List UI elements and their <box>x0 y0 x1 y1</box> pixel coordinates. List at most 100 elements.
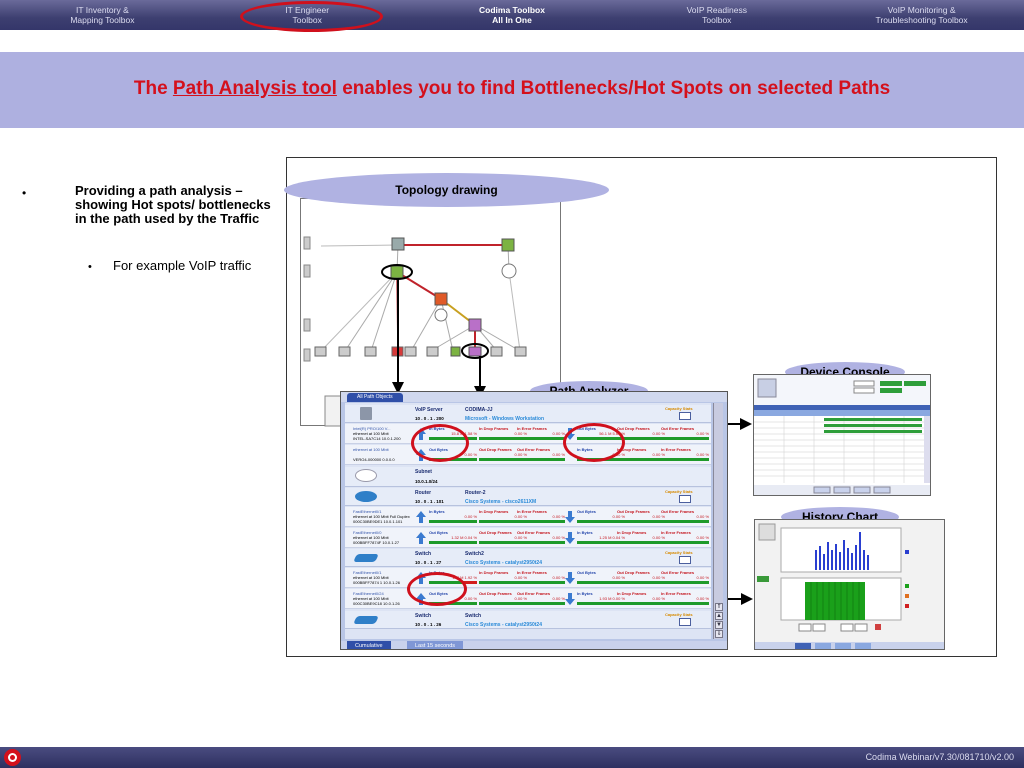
metric-title: Out Bytes <box>577 570 596 575</box>
tab-voip-monitoring[interactable]: VoIP Monitoring & Troubleshooting Toolbo… <box>819 0 1024 30</box>
capacity-stats-icon[interactable] <box>679 556 691 564</box>
metric-value: 0.00 % <box>652 431 665 436</box>
device-kind: Switch <box>415 551 432 557</box>
tab-label: VoIP Readiness <box>686 5 747 15</box>
tab-codima-toolbox[interactable]: Codima Toolbox All In One <box>410 0 615 30</box>
device-row[interactable]: Subnet 10.0.1.0/24 <box>345 467 711 487</box>
selection-ring <box>461 343 489 359</box>
arrow-down-icon <box>565 532 575 544</box>
device-ip: 10 . 0 . 1 . 101 <box>415 499 444 504</box>
highlight-ring <box>240 1 383 32</box>
bullet-sub: For example VoIP traffic <box>113 258 252 273</box>
metric-value: 0.00 % <box>464 514 477 519</box>
device-row[interactable]: Switch Switch2 10 . 0 . 1 . 27 Cisco Sys… <box>345 549 711 567</box>
analyzer-body: VoIP Server CODIMA-JJ 10 . 0 . 1 . 200 M… <box>345 403 711 639</box>
network-link <box>370 271 398 352</box>
metric-title: Out Error Frames <box>661 426 695 431</box>
scroll-top-icon[interactable]: ⇑ <box>715 603 723 611</box>
network-link <box>396 271 399 352</box>
metric-value: 0.00 % <box>652 514 665 519</box>
arrow-down-icon <box>565 593 575 605</box>
interface-id: 000C30BE9C18 <box>353 601 382 606</box>
device-row[interactable]: VoIP Server CODIMA-JJ 10 . 0 . 1 . 200 M… <box>345 405 711 423</box>
metric-value: 0.00 % <box>552 596 565 601</box>
metric-bar <box>617 541 665 544</box>
path-analysis-link[interactable]: Path Analysis tool <box>172 78 337 99</box>
metric-value: 0.00 % <box>464 452 477 457</box>
device-console-image <box>754 375 930 495</box>
router-node <box>434 292 448 306</box>
device-ip: 10 . 0 . 1 . 200 <box>415 416 444 421</box>
capacity-stats-icon[interactable] <box>679 618 691 626</box>
scroll-down-icon[interactable]: ▼ <box>715 621 723 629</box>
metric-value: 1.25 M 0.04 % <box>599 535 625 540</box>
tab-cumulative[interactable]: Cumulative <box>347 641 391 649</box>
metric-in-drop: In Drop Frames 0.00 % <box>479 426 527 442</box>
bullet-main: Providing a path analysis – showing Hot … <box>75 183 271 226</box>
metric-title: Out Error Frames <box>661 570 695 575</box>
interface-name: FastEthernet0/1 <box>353 509 382 514</box>
metric-title: In Bytes <box>429 509 445 514</box>
metric-title: In Drop Frames <box>479 509 509 514</box>
device-row[interactable]: Router Router-2 10 . 0 . 1 . 101 Cisco S… <box>345 488 711 506</box>
metric-bar <box>479 541 527 544</box>
metric-bar <box>577 520 625 523</box>
metric-value: 1.93 M 0.00 % <box>599 596 625 601</box>
metric-title: In Drop Frames <box>479 570 509 575</box>
capacity-stats-icon[interactable] <box>679 495 691 503</box>
interface-name: Intel(R) PRO/100 V... <box>353 426 391 431</box>
hotspot-ring <box>407 572 467 606</box>
metric-value: 0.00 % <box>514 452 527 457</box>
analyzer-scrollbar[interactable]: ⇑ ▲ ▼ ⇓ <box>713 403 723 639</box>
metric-value: 0.00 % <box>696 596 709 601</box>
device-ip: 10 . 0 . 1 . 26 <box>415 622 442 627</box>
metric-title: Out Drop Frames <box>479 591 512 596</box>
host-node <box>314 346 327 357</box>
capacity-stats-label: Capacity Stats <box>665 489 693 494</box>
metric-title: In Drop Frames <box>479 426 509 431</box>
interface-desc: VERO4-000000 0.0.0.0 <box>353 452 417 462</box>
interface-ip: 10.0.1.26 <box>383 601 400 606</box>
tab-label: IT Inventory & <box>76 5 129 15</box>
metric-title: Out Drop Frames <box>479 447 512 452</box>
headline-band <box>0 52 1024 128</box>
device-name: CODIMA-JJ <box>465 407 493 413</box>
network-link <box>440 298 454 352</box>
metric-bar <box>617 581 665 584</box>
scroll-up-icon[interactable]: ▲ <box>715 612 723 620</box>
metric-bar <box>661 520 709 523</box>
metric-in-bytes: In Bytes 0.00 % <box>429 509 477 525</box>
metric-title: Out Error Frames <box>517 591 551 596</box>
server-node <box>391 237 405 251</box>
interface-ip: 10.0.1.27 <box>382 540 400 545</box>
device-row[interactable]: Switch Switch 10 . 0 . 1 . 26 Cisco Syst… <box>345 611 711 629</box>
router-node <box>390 265 404 279</box>
cloud-node <box>501 263 517 279</box>
tab-all-path-objects[interactable]: All Path Objects <box>347 393 403 402</box>
capacity-stats-icon[interactable] <box>679 412 691 420</box>
scroll-bottom-icon[interactable]: ⇓ <box>715 630 723 638</box>
metric-title: In Drop Frames <box>617 591 647 596</box>
device-kind: Subnet <box>415 469 432 475</box>
metric-value: 0.00 % <box>514 431 527 436</box>
title-prefix: The <box>133 78 173 99</box>
metric-title: Out Drop Frames <box>617 570 650 575</box>
tab-last-15-seconds[interactable]: Last 15 seconds <box>407 641 464 649</box>
metric-value: 0.00 % <box>552 535 565 540</box>
host-node <box>490 346 503 357</box>
metric-title: Out Drop Frames <box>617 426 650 431</box>
metric-value: 0.00 % <box>696 575 709 580</box>
metric-bar <box>517 458 565 461</box>
tab-it-inventory[interactable]: IT Inventory & Mapping Toolbox <box>0 0 205 30</box>
metric-bar <box>661 581 709 584</box>
bullet-marker: • <box>22 186 27 200</box>
tab-voip-readiness[interactable]: VoIP Readiness Toolbox <box>614 0 819 30</box>
